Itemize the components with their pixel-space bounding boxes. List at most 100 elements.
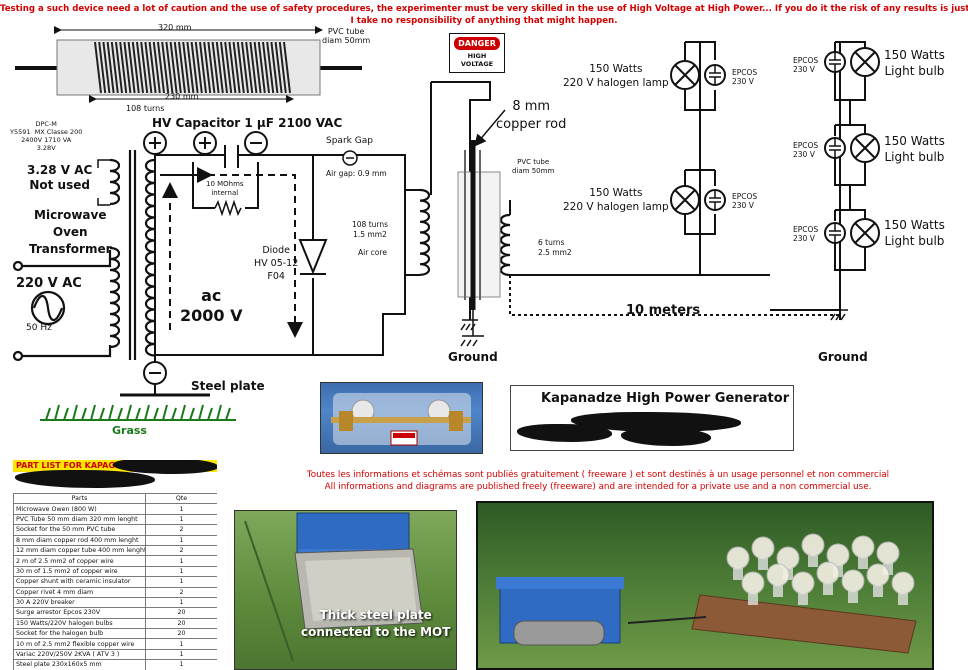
- coil-winding: [228, 41, 237, 94]
- coil-winding: [203, 41, 212, 94]
- part-qty: 2: [145, 524, 217, 536]
- lamp-symbol: [850, 218, 880, 248]
- part-name: Socket for the 50 mm PVC tube: [13, 524, 146, 536]
- part-qty: 20: [145, 607, 217, 619]
- photo-bulb: [766, 563, 790, 587]
- transformer-symbol: [12, 150, 156, 362]
- photo-bulb-socket: [823, 583, 833, 595]
- primary-coil-label: 108 turns 1.5 mm2: [352, 220, 389, 239]
- warning-line-2: Testing a such device need a lot of caut…: [0, 4, 968, 14]
- part-qty: 2: [145, 586, 217, 598]
- coil-winding-label: 230 mm: [165, 92, 199, 101]
- arrestor-plates: [709, 190, 721, 210]
- title-box: Kapanadze High Power Generator: [510, 385, 794, 451]
- coil-winding: [278, 41, 287, 94]
- board-photo: [320, 382, 483, 454]
- part-name: 2 m of 2.5 mm2 of copper wire: [13, 555, 146, 567]
- coil-winding: [199, 41, 207, 94]
- redaction-blot: [621, 428, 711, 446]
- redaction-blot: [517, 424, 612, 442]
- coil-winding: [131, 41, 140, 94]
- copper-rod-label: 8 mm copper rod: [496, 99, 567, 132]
- part-qty: 1: [145, 534, 217, 546]
- grass-blade: [99, 407, 105, 421]
- photo-bulb-socket: [798, 593, 808, 605]
- part-name: 12 mm diam copper tube 400 mm lenght: [13, 544, 146, 557]
- diode-label: Diode HV 05-12 F04: [254, 245, 299, 282]
- rod-tube-label: PVC tube diam 50mm: [512, 158, 555, 175]
- grass-blade: [171, 407, 177, 421]
- grass-blade: [108, 404, 114, 421]
- coil-winding: [178, 41, 186, 94]
- photo-bulb: [791, 571, 815, 595]
- part-qty: 20: [145, 617, 217, 630]
- coil-winding: [241, 41, 249, 94]
- part-name: Steel plate 230x160x5 mm: [13, 659, 146, 670]
- coil-illustration: [15, 26, 362, 103]
- redaction-blot: [15, 470, 155, 488]
- coil-winding: [262, 41, 270, 94]
- lamp-cross: [854, 137, 876, 159]
- photo-bulb-socket: [808, 555, 818, 567]
- arrestor-plates: [829, 52, 841, 72]
- photo-bulb: [866, 563, 890, 587]
- steel-plate-photo: Thick steel plate connected to the MOT: [234, 510, 457, 670]
- coil-winding: [215, 41, 224, 94]
- part-name: Socket for the halogen bulb: [13, 628, 146, 640]
- photo-bulb: [816, 561, 840, 585]
- coil-winding: [173, 41, 182, 94]
- arrestor-plates: [829, 223, 841, 243]
- coil-winding: [102, 41, 111, 94]
- coil-winding: [190, 41, 199, 94]
- coil-winding: [110, 41, 119, 94]
- part-qty: 1: [145, 565, 217, 578]
- mains-voltage-label: 220 V AC: [16, 276, 82, 291]
- primary-core-label: Air core: [358, 248, 387, 257]
- epcos-label-5: EPCOS 230 V: [793, 225, 819, 243]
- grass-blade: [153, 407, 159, 421]
- coil-winding: [115, 41, 123, 94]
- coil-winding: [98, 41, 107, 94]
- coil-winding: [123, 41, 132, 94]
- ground-label-right: Ground: [818, 350, 868, 364]
- steel-plate-photo-art: [244, 512, 424, 662]
- halogen-label-bottom: 150 Watts 220 V halogen lamp: [563, 187, 669, 213]
- grass-blade: [135, 407, 141, 421]
- hv-wiring: [120, 41, 848, 397]
- coil-winding: [274, 41, 283, 94]
- photo-bulb: [841, 569, 865, 593]
- polarity-markers: [143, 131, 268, 385]
- grass-blade: [162, 404, 168, 421]
- board-photo-art: [331, 393, 471, 446]
- coil-winding: [94, 41, 102, 94]
- load-lamps: [670, 41, 880, 271]
- coil-winding: [266, 41, 275, 94]
- surge-arrestor-symbol: [824, 51, 846, 73]
- grass-blade: [117, 407, 123, 421]
- grass-blade: [225, 407, 231, 421]
- part-name: 150 Watts/220V halogen bulbs: [13, 617, 146, 630]
- coil-winding: [106, 41, 115, 94]
- coil-winding: [140, 41, 149, 94]
- arrestor-plates: [709, 65, 721, 85]
- photo-bulb-socket: [873, 585, 883, 597]
- parts-column-header: Parts: [13, 492, 146, 505]
- coil-winding: [186, 41, 195, 94]
- part-qty: 1: [145, 513, 217, 526]
- coil-winding: [127, 41, 136, 94]
- coil-winding: [207, 41, 216, 94]
- coil-winding: [194, 41, 203, 94]
- setup-photo-art: [496, 533, 917, 654]
- lamp-symbol: [850, 47, 880, 77]
- coil-winding: [148, 41, 157, 94]
- surge-arrestor-symbol: [704, 189, 726, 211]
- grass-blade: [180, 404, 186, 421]
- setup-photo: [476, 501, 934, 670]
